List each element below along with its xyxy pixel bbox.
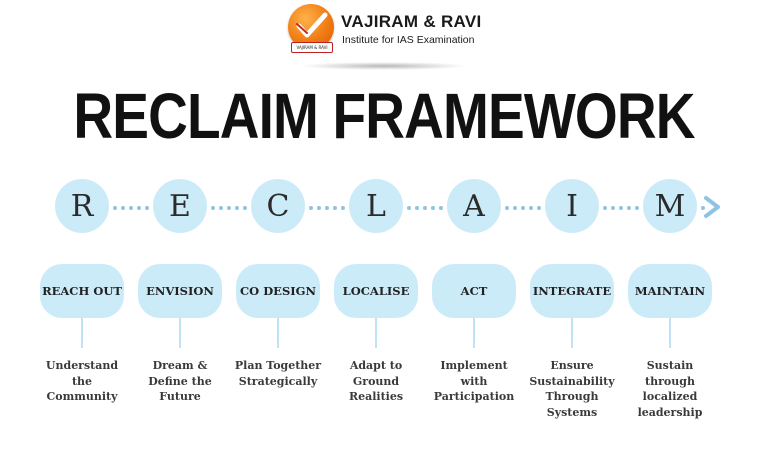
logo-tag: VAJIRAM & RAVI — [291, 42, 333, 53]
step-letter-m: M — [643, 179, 697, 233]
step-description: Dream & Define the Future — [148, 359, 212, 403]
step-connector-vertical — [179, 318, 181, 348]
step-description: Adapt to Ground Realities — [348, 359, 404, 403]
step-label-co-design: CO DESIGN — [236, 264, 320, 318]
step-letter-a: A — [447, 179, 501, 233]
step-label-reach-out: REACH OUT — [40, 264, 124, 318]
step-description: Plan Together Strategically — [234, 359, 322, 388]
step-description: Understand the Community — [45, 359, 119, 403]
connector-line — [113, 206, 149, 210]
step-label-act: ACT — [432, 264, 516, 318]
step-label-integrate: INTEGRATE — [530, 264, 614, 318]
brand-name: VAJIRAM & RAVI — [341, 12, 482, 31]
step-connector-vertical — [571, 318, 573, 348]
step-letter-l: L — [349, 179, 403, 233]
brand-subtitle: Institute for IAS Examination — [342, 34, 475, 46]
step-label-localise: LOCALISE — [334, 264, 418, 318]
step-description: Implement with Participation — [433, 359, 515, 403]
connector-line — [407, 206, 443, 210]
step-label-maintain: MAINTAIN — [628, 264, 712, 318]
arrow-right-icon — [704, 196, 720, 218]
connector-line — [603, 206, 639, 210]
step-letter-e: E — [153, 179, 207, 233]
step-letter-c: C — [251, 179, 305, 233]
connector-line — [309, 206, 345, 210]
page-title: RECLAIM FRAMEWORK — [73, 80, 695, 152]
step-label-envision: ENVISION — [138, 264, 222, 318]
step-letter-i: I — [545, 179, 599, 233]
step-connector-vertical — [375, 318, 377, 348]
brand-header: VAJIRAM & RAVI VAJIRAM & RAVI Institute … — [288, 4, 488, 53]
step-letter-r: R — [55, 179, 109, 233]
step-connector-vertical — [473, 318, 475, 348]
step-description: Ensure Sustainability Through Systems — [529, 359, 615, 419]
step-connector-vertical — [81, 318, 83, 348]
brand-shadow — [300, 62, 468, 70]
step-description: Sustain through localized leadership — [637, 359, 703, 419]
step-connector-vertical — [669, 318, 671, 348]
step-connector-vertical — [277, 318, 279, 348]
connector-line — [211, 206, 247, 210]
connector-line — [505, 206, 541, 210]
connector-line — [701, 206, 702, 210]
checkmark-swoosh-icon — [296, 12, 328, 38]
